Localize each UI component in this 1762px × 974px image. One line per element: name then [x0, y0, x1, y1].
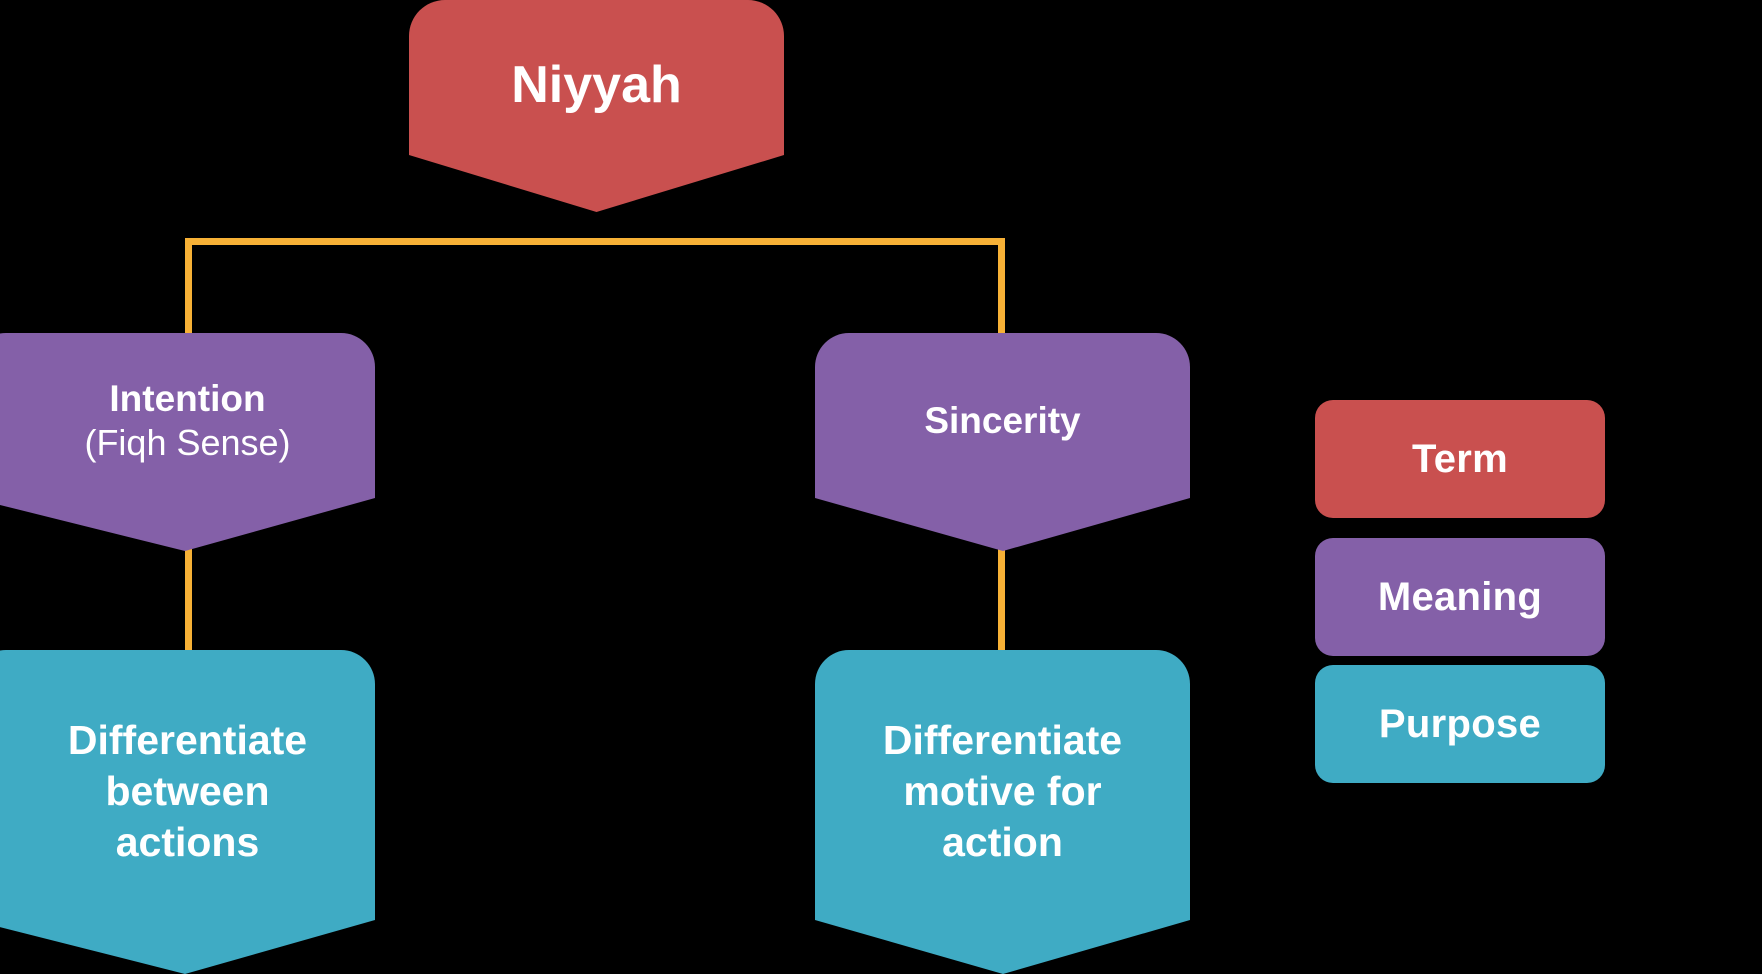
- node-niyyah[interactable]: Niyyah: [409, 0, 784, 212]
- connector-bus-to-intention: [185, 238, 192, 348]
- node-differentiate-motive[interactable]: Differentiate motive for action: [815, 650, 1190, 974]
- node-intention-shape: [0, 333, 375, 551]
- connector-bus-to-sincerity: [998, 238, 1005, 348]
- node-differentiate-actions-line-2: between: [105, 767, 270, 814]
- node-niyyah-shape: [409, 0, 784, 212]
- node-intention[interactable]: Intention (Fiqh Sense): [0, 333, 375, 551]
- node-differentiate-motive-line-3: action: [942, 819, 1063, 866]
- node-differentiate-actions-line-3: actions: [115, 819, 260, 866]
- legend-item-term-label: Term: [1411, 436, 1509, 481]
- node-differentiate-motive-line-1: Differentiate: [882, 716, 1123, 763]
- connector-intention-to-purpose: [185, 538, 192, 658]
- node-differentiate-motive-shape: [815, 650, 1190, 974]
- legend-item-term[interactable]: Term: [1315, 400, 1605, 518]
- node-differentiate-actions[interactable]: Differentiate between actions: [0, 650, 375, 974]
- legend-item-purpose-label: Purpose: [1378, 701, 1542, 746]
- node-sincerity-shape: [815, 333, 1190, 551]
- node-intention-label: Intention: [109, 378, 266, 420]
- node-sincerity[interactable]: Sincerity: [815, 333, 1190, 551]
- node-niyyah-label: Niyyah: [511, 55, 682, 114]
- legend-item-purpose[interactable]: Purpose: [1315, 665, 1605, 783]
- node-intention-sublabel: (Fiqh Sense): [84, 422, 291, 464]
- connector-root-to-bus: [185, 238, 1005, 245]
- node-differentiate-motive-line-2: motive for: [903, 767, 1102, 814]
- node-differentiate-actions-shape: [0, 650, 375, 974]
- node-differentiate-actions-line-1: Differentiate: [67, 716, 308, 763]
- legend-item-meaning[interactable]: Meaning: [1315, 538, 1605, 656]
- connector-sincerity-to-purpose: [998, 538, 1005, 658]
- legend-item-meaning-label: Meaning: [1377, 574, 1543, 619]
- node-sincerity-label: Sincerity: [924, 400, 1081, 442]
